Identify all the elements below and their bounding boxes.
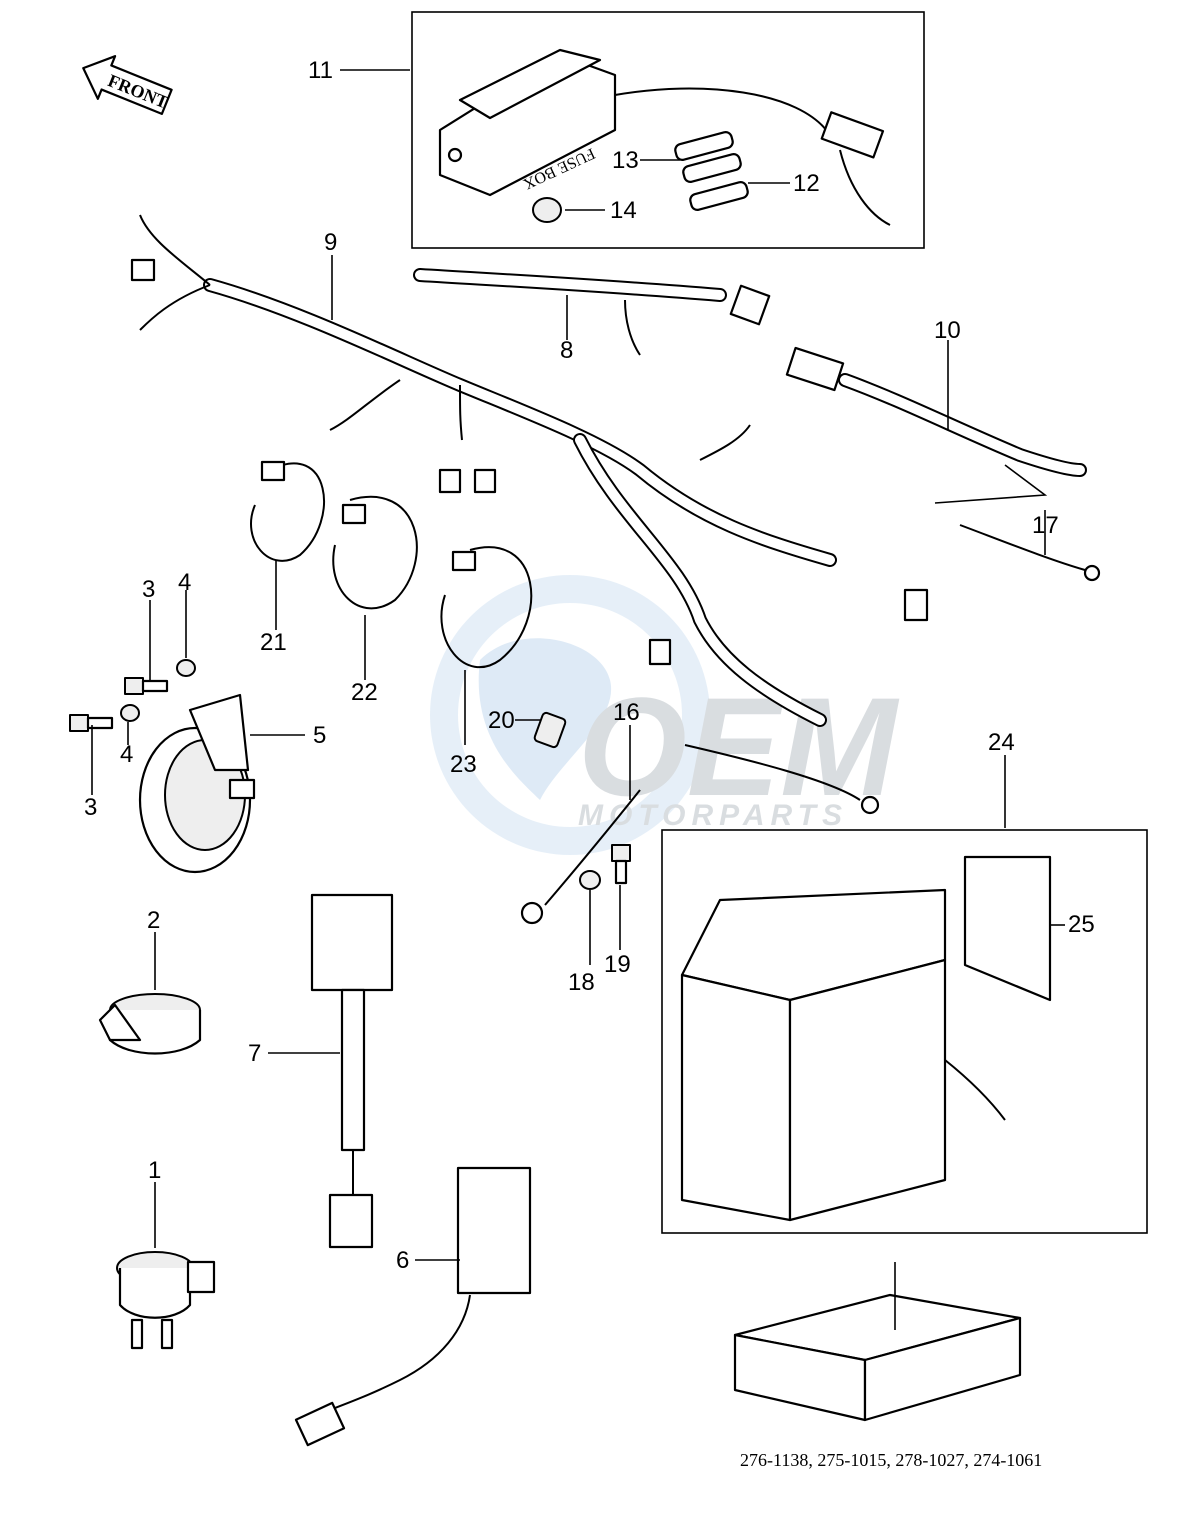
callout-17: 18 <box>568 969 595 996</box>
callout-23: 24 <box>988 729 1015 756</box>
sub-harness-10 <box>785 346 1087 477</box>
callout-5: 5 <box>313 722 326 749</box>
sub-harness-8 <box>413 268 771 356</box>
diagram-codes: 276-1138, 275-1015, 278-1027, 274-1061 <box>740 1450 1042 1470</box>
watermark-subtitle: MOTORPARTS <box>578 799 848 832</box>
washer-17 <box>579 870 601 890</box>
fuse-box: FUSE BOX <box>438 48 891 226</box>
relay-1 <box>116 1251 216 1350</box>
label-sheet-24 <box>963 855 1052 1002</box>
tray-25 <box>733 1293 1022 1422</box>
front-arrow: FRONT <box>82 55 173 116</box>
main-harness <box>130 214 929 727</box>
callout-14: 14 <box>610 197 637 224</box>
relay-6 <box>294 1166 532 1447</box>
callout-18: 19 <box>604 951 631 978</box>
callout-13: 13 <box>612 147 639 174</box>
callout-12: 12 <box>793 170 820 197</box>
bolt-3-upper <box>124 677 169 695</box>
washer-4-lower <box>120 704 140 722</box>
callout-8: 8 <box>560 337 573 364</box>
cable-15 <box>520 744 880 925</box>
callout-7: 7 <box>248 1040 261 1067</box>
callout-19: 20 <box>488 707 515 734</box>
callout-22: 23 <box>450 751 477 778</box>
callout-3-lower: 3 <box>84 794 97 821</box>
callout-4-upper: 4 <box>178 569 191 596</box>
battery-23 <box>680 888 1006 1222</box>
callout-3-upper: 3 <box>142 576 155 603</box>
band-21 <box>332 496 418 610</box>
callout-2: 2 <box>147 907 160 934</box>
callout-9: 9 <box>324 229 337 256</box>
callout-10: 10 <box>934 317 961 344</box>
relay-7 <box>310 893 394 1249</box>
callout-21: 22 <box>351 679 378 706</box>
watermark-globe <box>430 575 710 855</box>
callout-6: 6 <box>396 1247 409 1274</box>
fuse-12-b <box>689 181 749 211</box>
leader-lines <box>91 69 1065 1330</box>
callout-24: 25 <box>1068 911 1095 938</box>
callout-20: 21 <box>260 629 287 656</box>
callout-4-lower: 4 <box>120 741 133 768</box>
battery-panel <box>661 829 1148 1234</box>
washer-4-upper <box>176 659 196 677</box>
grommet-14 <box>532 197 562 223</box>
callout-labels: 11 13 12 14 9 8 10 17 3 4 21 22 5 4 20 1… <box>84 57 1095 1274</box>
callout-11: 11 <box>308 57 333 84</box>
fuse-box-panel <box>411 11 925 249</box>
bolt-3-lower <box>69 714 114 732</box>
horn-5 <box>138 693 256 874</box>
band-22 <box>440 546 533 668</box>
callout-16: 17 <box>1032 512 1059 539</box>
callout-15: 16 <box>613 699 640 726</box>
band-20 <box>250 460 325 562</box>
relay-2 <box>98 993 202 1055</box>
wire-16 <box>959 524 1101 582</box>
bolt-18 <box>611 844 631 885</box>
clamp-19 <box>533 711 567 749</box>
fuse-12-a <box>682 153 742 183</box>
callout-1: 1 <box>148 1157 161 1184</box>
fuse-13 <box>674 131 734 161</box>
